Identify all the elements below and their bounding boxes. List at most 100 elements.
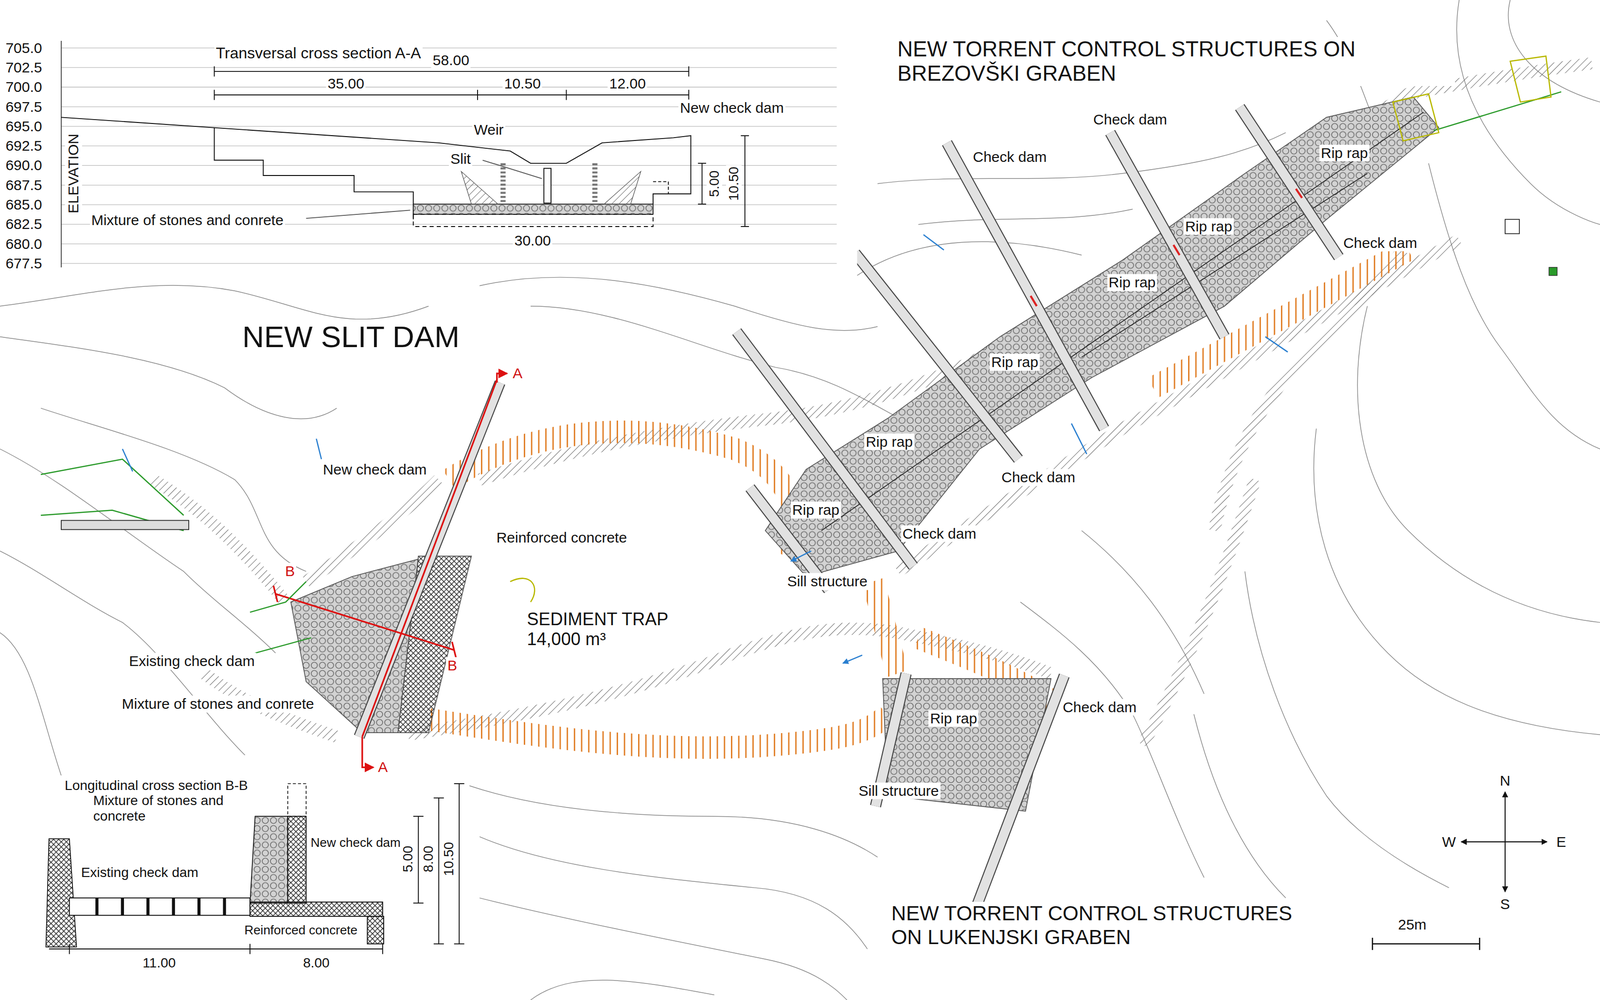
cross-section-a-a <box>214 71 690 72</box>
structure-label: New check dam <box>309 835 403 851</box>
structure-label: Rip rap <box>1319 144 1370 162</box>
cross-section-b-b <box>49 948 383 950</box>
slope-hatching <box>872 581 898 674</box>
cross-section-b-b <box>197 898 201 916</box>
cross-section-a-a <box>61 263 837 264</box>
section-line <box>362 379 498 738</box>
axis-title: ELEVATION <box>65 132 83 215</box>
structure-label: Existing check dam <box>127 653 256 671</box>
contour-lines <box>1020 602 1205 878</box>
cross-section-a-a <box>214 94 690 96</box>
cross-section-a-a <box>502 163 595 204</box>
axis-tick: 697.5 <box>3 98 44 116</box>
north-arrow <box>1504 792 1506 843</box>
check-dam-bar <box>967 675 1065 932</box>
axis-tick: 700.0 <box>3 78 44 96</box>
cross-section-a-a <box>0 28 858 276</box>
cross-section-a-a <box>61 87 837 88</box>
cross-section-a-a <box>461 171 498 205</box>
check-dam-bar <box>1030 296 1037 307</box>
cross-section-b-b <box>454 943 465 945</box>
dimension: 30.00 <box>513 232 553 250</box>
check-dam-bar <box>1239 106 1339 258</box>
contour-lines <box>0 632 62 776</box>
scale-bar <box>1372 943 1480 945</box>
survey-lines <box>1265 337 1288 353</box>
section-line <box>497 373 508 383</box>
cross-section-a-a <box>413 214 654 227</box>
cross-section-b-b <box>40 775 470 975</box>
survey-lines <box>61 520 189 530</box>
survey-lines <box>1392 93 1439 142</box>
cross-section-b-b <box>249 816 288 904</box>
survey-lines <box>1505 219 1520 234</box>
check-dam-bar <box>1296 188 1303 198</box>
structure-label: Slit <box>448 150 473 168</box>
axis-tick: 702.5 <box>3 59 44 77</box>
check-dam-bar <box>946 142 1104 429</box>
structure-label: Rip rap <box>1107 274 1158 292</box>
cross-section-a-a <box>688 66 690 77</box>
cross-section-b-b <box>49 783 465 955</box>
survey-lines <box>40 459 184 516</box>
cross-section-a-a <box>482 160 542 179</box>
survey-lines <box>316 439 321 460</box>
cross-section-b-b <box>367 916 384 945</box>
structure-label: Rip rap <box>790 501 841 519</box>
structure-label: Rip rap <box>864 433 915 451</box>
contour-lines <box>1314 428 1600 736</box>
axis-tick: 705.0 <box>3 39 44 57</box>
cross-section-a-a <box>61 48 837 264</box>
structure-label: Check dam <box>1061 698 1138 716</box>
contour-lines <box>469 785 878 858</box>
section-marker: B <box>445 657 459 675</box>
cross-section-a-a <box>604 171 641 205</box>
cross-section-a-a <box>61 117 692 204</box>
contour-lines <box>479 898 847 1000</box>
cross-section-b-b <box>249 944 251 955</box>
section-line <box>362 736 374 768</box>
cross-section-b-b <box>222 898 226 916</box>
survey-lines <box>249 581 306 613</box>
structure-label: Sill structure <box>857 782 941 800</box>
cross-section-a-a <box>697 203 707 205</box>
survey-lines <box>923 234 944 250</box>
dimension: 8.00 <box>301 955 332 972</box>
cross-section-a-a <box>744 135 746 227</box>
cross-section-a-a <box>592 163 598 204</box>
structure-label: Check dam <box>1341 234 1419 252</box>
survey-lines <box>842 655 863 664</box>
compass-letter: N <box>1498 772 1512 790</box>
cross-section-b-b <box>249 902 383 917</box>
rip-rap-area <box>290 96 1439 812</box>
bank-hatching <box>1142 480 1256 746</box>
structure-label: Check dam <box>971 148 1049 166</box>
cross-section-b-b <box>95 898 99 916</box>
section-title: Transversal cross section A-A <box>214 44 423 63</box>
section-marker: A <box>376 759 390 777</box>
structure-label: Check dam <box>1091 110 1169 128</box>
axis-tick: 682.5 <box>3 215 44 233</box>
structure-label: New check dam <box>321 461 428 479</box>
contour-lines <box>877 132 1286 184</box>
cross-section-b-b <box>382 944 384 955</box>
structure-label: Rip rap <box>989 354 1040 372</box>
cross-section-a-a <box>697 162 707 164</box>
contour-lines <box>918 209 1133 225</box>
survey-lines <box>1071 423 1087 455</box>
structure-label: Reinforced concrete <box>495 529 629 547</box>
structure-label: Existing check dam <box>79 865 200 881</box>
cross-section-b-b <box>433 943 445 945</box>
cross-section-b-b <box>438 798 440 944</box>
structure-label: Mixture of stones and conrete <box>120 695 316 713</box>
survey-lines <box>122 449 133 472</box>
dimension: 12.00 <box>607 75 648 93</box>
axis-tick: 677.5 <box>3 255 44 273</box>
cross-section-a-a <box>566 89 568 101</box>
survey-lines <box>255 638 312 654</box>
north-arrow <box>1461 841 1506 843</box>
cross-section-a-a <box>61 125 837 127</box>
dimension: 11.00 <box>141 955 178 972</box>
